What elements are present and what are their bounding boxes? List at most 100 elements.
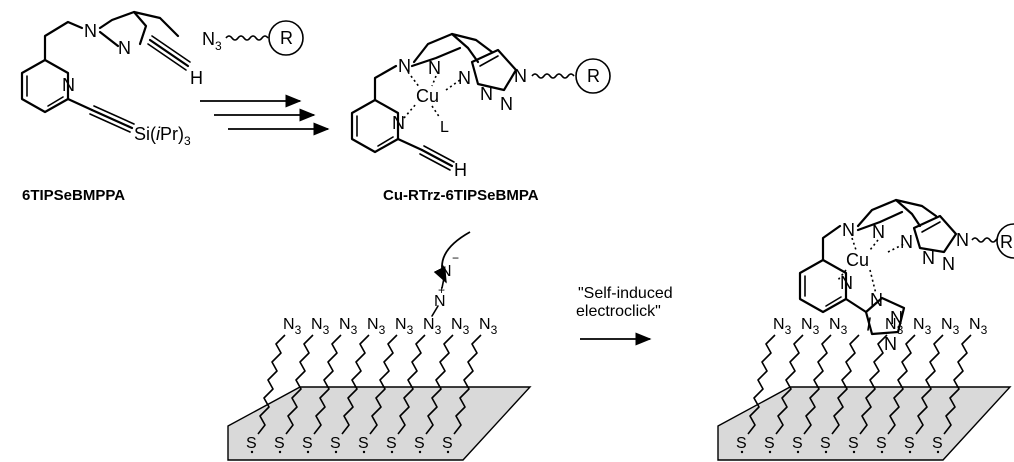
surface-triazole-n2: N [922,248,935,268]
azide-n3: N3 [969,316,988,337]
thiol-s: S [302,435,313,452]
surface-r-group [996,223,1014,259]
reactant-amine-n: N [84,21,97,41]
thiol-bond-dot [278,450,282,454]
alkyl-chain [341,334,370,435]
complex-triazole-n3: N [500,94,513,114]
alkyl-chain [453,334,482,435]
right-alkyl-chains [747,334,972,435]
left-alkyl-chains [257,334,482,435]
azide-n3: N3 [367,316,386,337]
thiol-bond-dot [306,450,310,454]
thiol-s: S [414,435,425,452]
alkyl-chain [369,334,398,435]
thiol-s: S [330,435,341,452]
alkyl-chain [285,334,314,435]
copper-complex: N N N Cu L N N N N R H [350,32,611,180]
azide-n3: N3 [829,316,848,337]
alkyl-chain [257,334,286,435]
step-text-line1: "Self-induced [578,285,673,302]
reactant-pyridine2-n: N [118,38,131,58]
surface-triazole-n4: N [956,230,969,250]
thiol-bond-dot [880,450,884,454]
thiol-bond-dot [446,450,450,454]
thiol-s: S [736,435,747,452]
complex-r-label: R [587,66,600,86]
complex-pyridine2-n: N [428,58,441,78]
azide-n3: N3 [479,316,498,337]
right-azide-termini: N3 N3 N3 N3 N3 N3 N3 [773,316,988,337]
thiol-s: S [764,435,775,452]
azide-reagent-n: N3 [202,29,222,53]
thiol-bond-dot [936,450,940,454]
alkyl-chain [859,334,888,435]
reagent-r-label: R [280,28,293,48]
thiol-bond-dot [740,450,744,454]
complex-r-group [575,58,611,94]
alkyl-chain [775,334,804,435]
thiol-bond-dot [768,450,772,454]
azide-n3: N3 [801,316,820,337]
azide-n3: N3 [283,316,302,337]
reactant-ring-n: N [62,75,75,95]
thiol-bond-dot [852,450,856,454]
surface-pyridine2-n: N [872,222,885,242]
curved-arrow [433,231,471,284]
alkyl-chain [943,334,972,435]
alkyl-chain [831,334,860,435]
reactant-terminal-h: H [190,68,203,88]
azide-n3: N3 [339,316,358,337]
alkyl-chain [915,334,944,435]
surface-lower-n3: N [884,334,897,354]
surface-triazole-n1: N [900,232,913,252]
surface-amine-n: N [842,220,855,240]
azide-n3: N3 [941,316,960,337]
reactant-label: 6TIPSeBMPPA [22,187,125,204]
surface-cu: Cu [846,250,869,270]
thiol-s: S [442,435,453,452]
complex-triazole-n4: N [514,66,527,86]
azide-n-terminal: N [440,263,452,280]
alkyl-chain [747,334,776,435]
reactant-molecule: N N H N Si(iPr)3 [20,10,203,148]
alkyl-chain [397,334,426,435]
alkyl-chain [803,334,832,435]
alkyl-chain [313,334,342,435]
multistep-arrow [200,94,330,136]
thiol-bond-dot [390,450,394,454]
azide-minus: − [452,251,459,265]
thiol-s: S [386,435,397,452]
thiol-bond-dot [824,450,828,454]
surface-ring-n: N [840,273,853,293]
complex-ligand-l: L [440,119,449,136]
thiol-s: S [904,435,915,452]
complex-amine-n: N [398,56,411,76]
thiol-s: S [876,435,887,452]
azide-plus: + [438,283,445,297]
azide-reagent: N3 R [202,20,304,56]
azide-n3: N3 [311,316,330,337]
thiol-s: S [792,435,803,452]
complex-triazole-n1: N [458,68,471,88]
thiol-bond-dot [362,450,366,454]
reactant-silyl-group: Si(iPr)3 [134,124,191,148]
azide-n3: N3 [451,316,470,337]
thiol-s: S [848,435,859,452]
surface-r-label: R [1000,232,1013,252]
complex-label: Cu-RTrz-6TIPSeBMPA [383,187,539,204]
thiol-s: S [358,435,369,452]
thiol-bond-dot [334,450,338,454]
azide-n3: N3 [913,316,932,337]
azide-n3: N3 [773,316,792,337]
complex-cu: Cu [416,86,439,106]
azide-n3: N3 [395,316,414,337]
azide-n3: N3 [885,316,904,337]
thiol-s: S [274,435,285,452]
thiol-bond-dot [796,450,800,454]
